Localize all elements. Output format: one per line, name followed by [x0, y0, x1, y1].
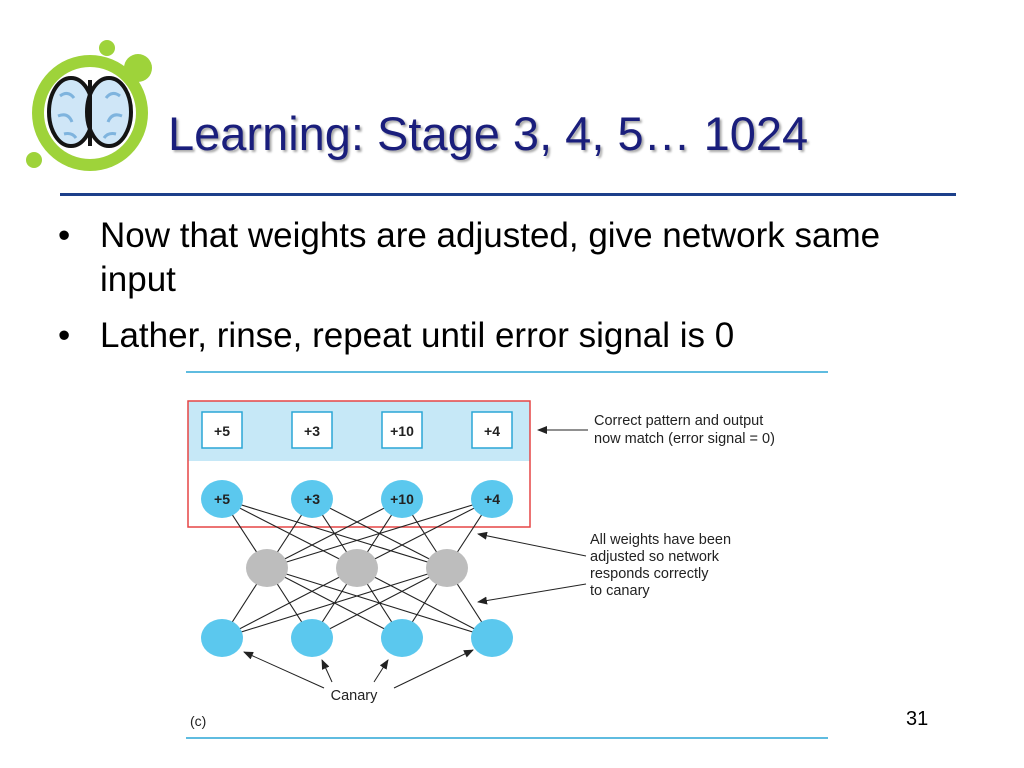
bullet-item: • Now that weights are adjusted, give ne… [58, 214, 918, 302]
pattern-box: +3 [291, 411, 333, 449]
pattern-value: +3 [304, 423, 320, 439]
weights-callout-arrow [477, 583, 587, 605]
hidden-node [246, 549, 288, 587]
connection-line [221, 498, 358, 569]
output-node-value: +3 [304, 491, 320, 507]
pattern-value: +5 [214, 423, 230, 439]
connection-line [311, 498, 448, 569]
output-node: +10 [381, 480, 423, 518]
canary-arrow [243, 651, 325, 689]
input-node [381, 619, 423, 657]
canary-label: Canary [331, 688, 378, 704]
output-node-value: +5 [214, 491, 230, 507]
input-node [471, 619, 513, 657]
canary-arrow [373, 659, 389, 683]
connection-line [221, 567, 448, 639]
bullet-item: • Lather, rinse, repeat until error sign… [58, 314, 918, 358]
weights-callout-arrow [477, 531, 587, 557]
title-divider [60, 193, 956, 196]
output-node: +4 [471, 480, 513, 518]
weights-callout-text: All weights have been adjusted so networ… [590, 532, 735, 599]
bullet-text: Lather, rinse, repeat until error signal… [100, 316, 735, 355]
input-node [291, 619, 333, 657]
match-highlight-box [187, 400, 531, 528]
pattern-value: +10 [390, 423, 414, 439]
logo-bubble-top [99, 40, 115, 56]
pattern-box: +10 [381, 411, 423, 449]
bullet-marker: • [58, 316, 71, 355]
pattern-value: +4 [484, 423, 500, 439]
page-number: 31 [906, 708, 929, 730]
output-node-value: +10 [390, 491, 414, 507]
network-diagram: +5 +3 +10 +4 +5 +3 +10 +4 Correct patter… [186, 371, 828, 739]
output-node: +5 [201, 480, 243, 518]
output-node: +3 [291, 480, 333, 518]
canary-arrow [321, 659, 333, 683]
input-node [201, 619, 243, 657]
bullet-text: Now that weights are adjusted, give netw… [100, 216, 881, 299]
canary-arrow [393, 649, 474, 689]
brain-icon [47, 76, 133, 148]
panel-label: (c) [190, 713, 206, 729]
connection-line [221, 567, 358, 639]
bullet-marker: • [58, 216, 71, 255]
bullet-list: • Now that weights are adjusted, give ne… [58, 214, 918, 370]
pattern-box: +4 [471, 411, 513, 449]
match-callout-text: Correct pattern and output now match (er… [594, 413, 775, 447]
connection-line [311, 567, 448, 639]
output-node-value: +4 [484, 491, 500, 507]
hidden-node [336, 549, 378, 587]
slide-title: Learning: Stage 3, 4, 5… 1024 [168, 107, 809, 160]
logo-bubble-left [26, 152, 42, 168]
pattern-box: +5 [201, 411, 243, 449]
brain-logo [26, 40, 152, 171]
hidden-node [426, 549, 468, 587]
connection-line [221, 498, 448, 569]
